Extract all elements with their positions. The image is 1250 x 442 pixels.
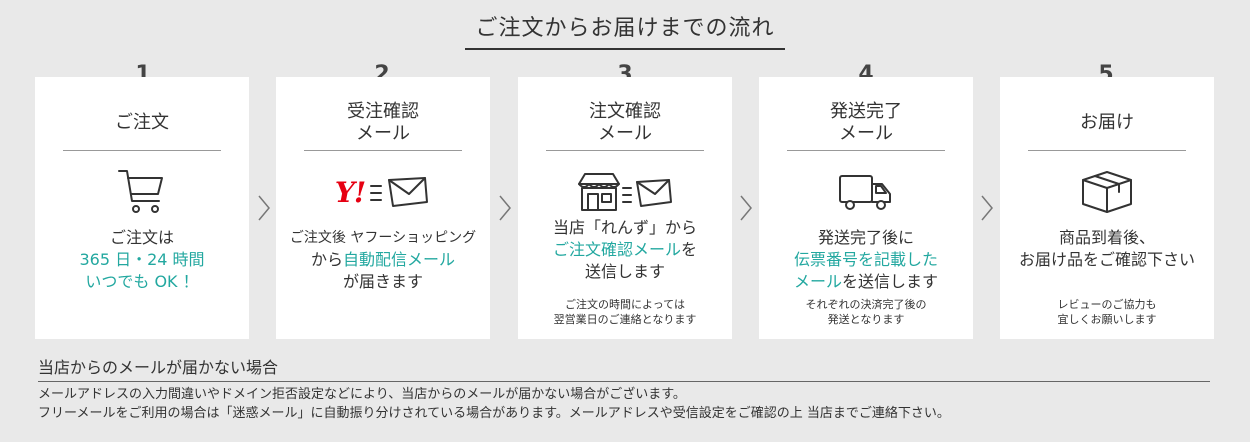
step-1-highlight-anytime: いつでも OK ！ [85, 272, 199, 291]
chevron-right-icon [499, 195, 511, 221]
step-card-5: お届け 商品到着後、 お届け品をご確認下さい レビューのご協力も 宜しくお願いし… [1000, 77, 1214, 339]
step-4-text: 発送完了後に 伝票番号を記載した メールを送信します [765, 227, 967, 293]
step-2-text: ご注文後 ヤフーショッピング から自動配信メール が届きます [282, 227, 484, 293]
step-3-text-line-3: 送信します [584, 262, 665, 281]
step-3-note-line-2: 翌営業日のご連絡となります [553, 313, 697, 326]
step-4-note-line-2: 発送となります [827, 313, 905, 326]
chevron-right-icon [981, 195, 993, 221]
step-5-note-line-2: 宜しくお願いします [1057, 313, 1157, 326]
step-3-highlight-confirm-mail: ご注文確認メール [552, 240, 681, 259]
step-1-divider [63, 150, 221, 151]
step-4-text-send: を送信します [842, 272, 939, 291]
step-4-divider [787, 150, 945, 151]
step-card-3: 注文確認 メール 当店「れんず」から ご注文確認メールを 送信します ご注文の時… [518, 77, 732, 339]
step-5-note: レビューのご協力も 宜しくお願いします [1006, 297, 1208, 327]
flow-title-wrap: ご注文からお届けまでの流れ [0, 10, 1250, 50]
notice-body: メールアドレスの入力間違いやドメイン拒否設定などにより、当店からのメールが届かな… [38, 385, 950, 423]
chevron-right-icon [740, 195, 752, 221]
step-4-note-line-1: それぞれの決済完了後の [805, 298, 927, 311]
truck-icon [759, 165, 973, 219]
notice-divider [38, 381, 1210, 382]
step-5-title: お届け [1080, 112, 1134, 133]
step-5-divider [1028, 150, 1186, 151]
step-5-text-line-2: お届け品をご確認下さい [1018, 250, 1195, 269]
step-2-text-line-2: から自動配信メール [282, 249, 484, 271]
step-2-title: 受注確認 メール [347, 101, 419, 144]
step-4-note: それぞれの決済完了後の 発送となります [765, 297, 967, 327]
step-3-note-line-1: ご注文の時間によっては [565, 298, 685, 311]
step-2-text-line-3: が届きます [342, 272, 423, 291]
step-card-1: ご注文 ご注文は 365 日・24 時間 いつでも OK ！ [35, 77, 249, 339]
step-5-text-line-1: 商品到着後、 [1058, 228, 1155, 247]
step-3-text: 当店「れんず」から ご注文確認メールを 送信します [524, 217, 726, 283]
step-3-text-line-2: ご注文確認メールを [524, 239, 726, 261]
page-title: ご注文からお届けまでの流れ [465, 10, 785, 50]
step-1-text: ご注文は 365 日・24 時間 いつでも OK ！ [41, 227, 243, 293]
step-3-text-line-1: 当店「れんず」から [552, 218, 697, 237]
step-2-divider [304, 150, 462, 151]
step-5-note-line-1: レビューのご協力も [1057, 298, 1157, 311]
step-2-text-from: から [310, 250, 343, 269]
step-1-highlight-hours: 365 日・24 時間 [79, 250, 205, 269]
step-4-title: 発送完了 メール [830, 101, 902, 144]
step-1-text-line: ご注文は [109, 228, 174, 247]
shopping-cart-icon [35, 165, 249, 219]
yahoo-mail-icon: Y! [276, 165, 490, 219]
step-card-4: 発送完了 メール 発送完了後に 伝票番号を記載した メールを送信します それぞれ… [759, 77, 973, 339]
package-box-icon [1000, 165, 1214, 219]
step-3-title: 注文確認 メール [589, 101, 661, 144]
step-3-divider [546, 150, 704, 151]
step-1-title: ご注文 [115, 112, 169, 133]
yahoo-logo: Y! [334, 175, 366, 209]
notice-line-2: フリーメールをご利用の場合は「迷惑メール」に自動振り分けされている場合があります… [38, 406, 950, 421]
step-card-2: 受注確認 メール Y! ご注文後 ヤフーショッピング から自動配信メール が届き… [276, 77, 490, 339]
step-2-text-line-1: ご注文後 ヤフーショッピング [289, 230, 477, 246]
step-3-text-particle: を [681, 240, 698, 259]
step-4-highlight-mail: メール [793, 272, 842, 291]
step-4-text-line-1: 発送完了後に [817, 228, 914, 247]
notice-line-1: メールアドレスの入力間違いやドメイン拒否設定などにより、当店からのメールが届かな… [38, 387, 686, 402]
step-4-highlight-tracking: 伝票番号を記載した [793, 250, 938, 269]
notice-heading: 当店からのメールが届かない場合 [38, 358, 279, 377]
step-2-highlight-auto-mail: 自動配信メール [343, 250, 456, 269]
step-4-text-line-3: メールを送信します [765, 271, 967, 293]
chevron-right-icon [258, 195, 270, 221]
step-5-text: 商品到着後、 お届け品をご確認下さい [1006, 227, 1208, 271]
store-mail-icon [518, 165, 732, 219]
step-3-note: ご注文の時間によっては 翌営業日のご連絡となります [524, 297, 726, 327]
